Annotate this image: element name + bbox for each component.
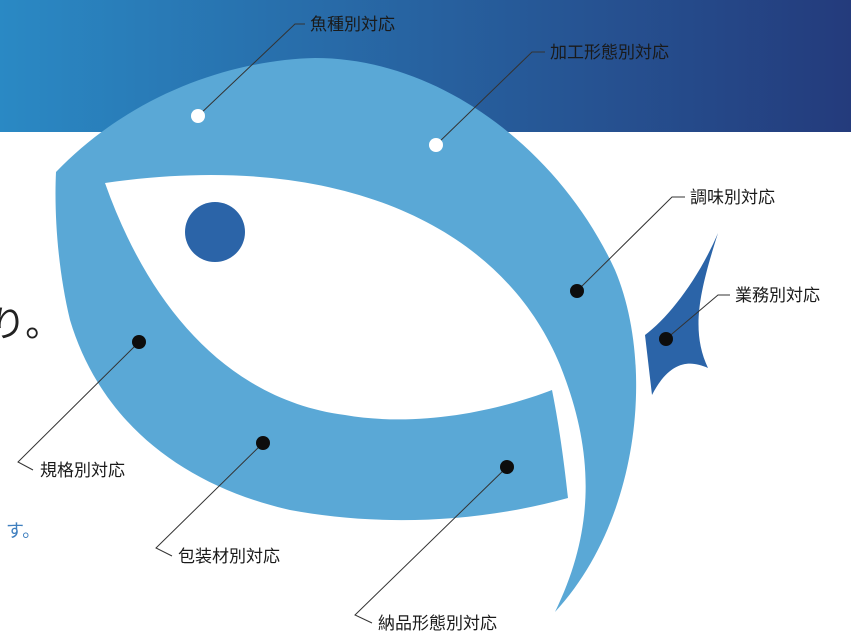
leader-line-specification xyxy=(17,341,140,471)
background-text-large: り。 xyxy=(0,304,61,345)
leader-line-business-type xyxy=(665,294,730,340)
fish-eye xyxy=(185,202,245,262)
fish-tail xyxy=(645,233,718,395)
dot-processing-form xyxy=(429,138,443,152)
leader-line-fish-species xyxy=(197,23,305,117)
label-delivery-form: 納品形態別対応 xyxy=(378,614,497,634)
dot-packaging-material xyxy=(256,436,270,450)
label-packaging-material: 包装材別対応 xyxy=(178,547,280,567)
fish-body xyxy=(55,58,637,612)
leader-line-delivery-form xyxy=(354,466,508,624)
leader-line-packaging-material xyxy=(155,442,264,557)
label-fish-species: 魚種別対応 xyxy=(310,15,395,35)
background-text-small: す。 xyxy=(6,521,40,542)
dot-specification xyxy=(132,335,146,349)
dot-business-type xyxy=(659,332,673,346)
dot-fish-species xyxy=(191,109,205,123)
label-specification: 規格別対応 xyxy=(40,461,125,481)
label-processing-form: 加工形態別対応 xyxy=(550,43,669,63)
label-business-type: 業務別対応 xyxy=(735,286,820,306)
leader-line-seasoning xyxy=(576,196,685,292)
dot-delivery-form xyxy=(500,460,514,474)
label-seasoning: 調味別対応 xyxy=(690,188,775,208)
leader-line-processing-form xyxy=(435,51,545,146)
dot-seasoning xyxy=(570,284,584,298)
